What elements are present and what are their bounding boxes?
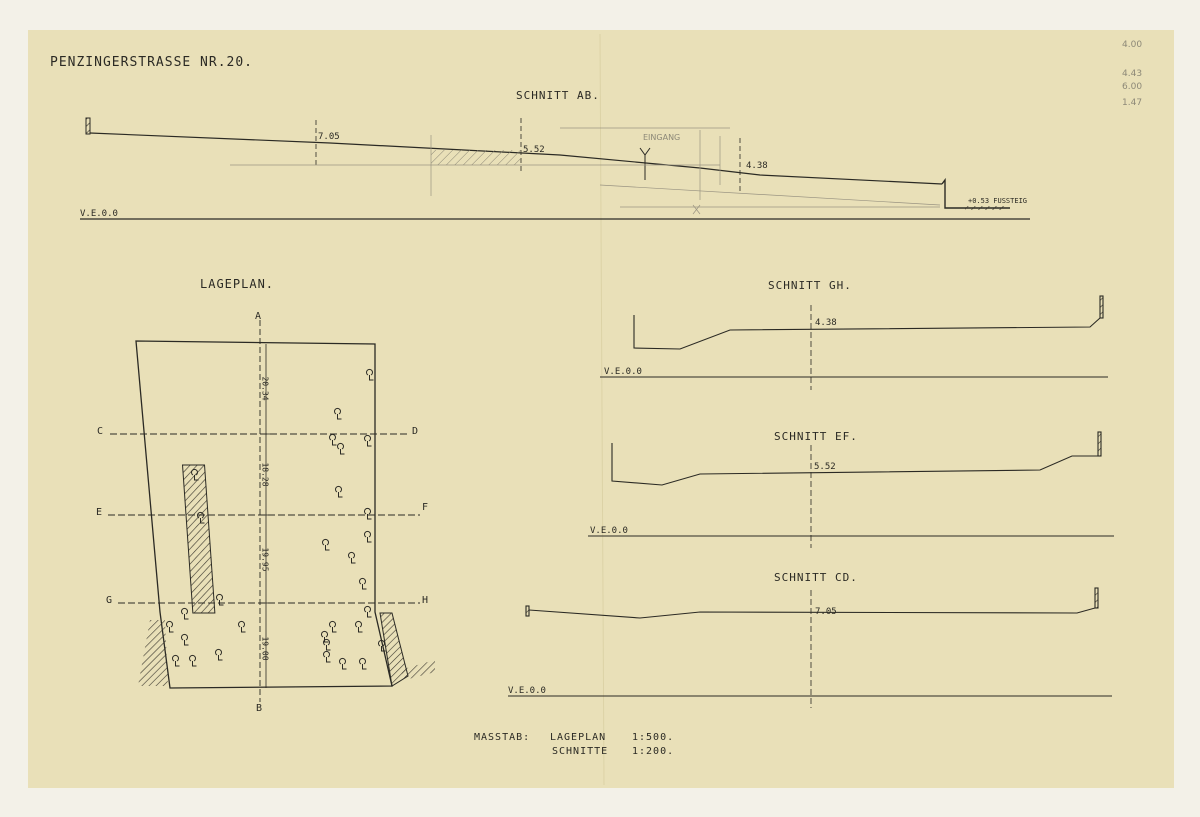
dimension-3: 19.95 — [260, 547, 270, 572]
section-ab — [80, 117, 1030, 220]
neighbour-wall-left — [181, 464, 216, 614]
marker-g: G — [106, 595, 113, 606]
dimension-4: 19.00 — [260, 636, 270, 661]
marker-b: B — [256, 703, 263, 714]
marker-d: D — [412, 426, 419, 437]
section-ef-datum: V.E.0.0 — [590, 526, 628, 536]
entrance-marker — [639, 147, 651, 180]
section-gh-title: SCHNITT GH. — [768, 279, 852, 292]
site-plan — [108, 320, 435, 702]
marker-f: F — [422, 502, 429, 513]
scale-sections-label: SCHNITTE — [552, 746, 609, 757]
section-ab-height-2: 5.52 — [523, 145, 545, 155]
marker-a: A — [255, 311, 262, 322]
section-cd-datum: V.E.0.0 — [508, 686, 546, 696]
section-ab-title: SCHNITT AB. — [516, 89, 600, 102]
corner-note-2: 4.43 — [1122, 69, 1143, 79]
section-ef-height: 5.52 — [814, 462, 836, 472]
section-ef-profile — [611, 443, 1098, 486]
section-ab-left-wall — [85, 117, 91, 135]
dimension-2: 18.28 — [260, 462, 270, 487]
section-gh-profile — [633, 315, 1101, 350]
section-ab-height-1: 7.05 — [318, 132, 340, 142]
corner-note-3: 6.00 — [1122, 82, 1143, 92]
section-gh-datum: V.E.0.0 — [604, 367, 642, 377]
section-gh-height: 4.38 — [815, 318, 837, 328]
dimension-1: 20.34 — [260, 376, 270, 401]
section-gh — [600, 295, 1108, 390]
section-ab-datum: V.E.0.0 — [80, 209, 118, 219]
scale-sections-value: 1:200. — [632, 746, 675, 757]
corner-note-4: 1.47 — [1122, 98, 1143, 108]
section-cd-height: 7.05 — [815, 607, 837, 617]
marker-h: H — [422, 595, 429, 606]
tree-symbols — [166, 368, 386, 670]
site-plan-title: LAGEPLAN. — [200, 277, 275, 291]
marker-c: C — [97, 426, 104, 437]
section-ef-title: SCHNITT EF. — [774, 430, 858, 443]
drawing-title: PENZINGERSTRASSE NR.20. — [50, 55, 254, 70]
scale-plan-value: 1:500. — [632, 732, 675, 743]
section-cd-title: SCHNITT CD. — [774, 571, 858, 584]
sidewalk-label: +0.53 FUSSTEIG — [968, 197, 1028, 205]
neighbour-wall-bottom-left — [138, 620, 168, 686]
scale-plan-label: LAGEPLAN — [550, 732, 607, 743]
section-ef — [588, 431, 1114, 548]
section-ab-height-3: 4.38 — [746, 161, 768, 171]
marker-e: E — [96, 507, 103, 518]
section-ab-terrain-line — [89, 132, 943, 185]
section-cd-profile — [528, 607, 1096, 619]
entrance-label: EINGANG — [643, 133, 681, 142]
corner-note-1: 4.00 — [1122, 40, 1143, 50]
scale-label: MASSTAB: — [474, 732, 531, 743]
section-cd — [508, 587, 1112, 708]
